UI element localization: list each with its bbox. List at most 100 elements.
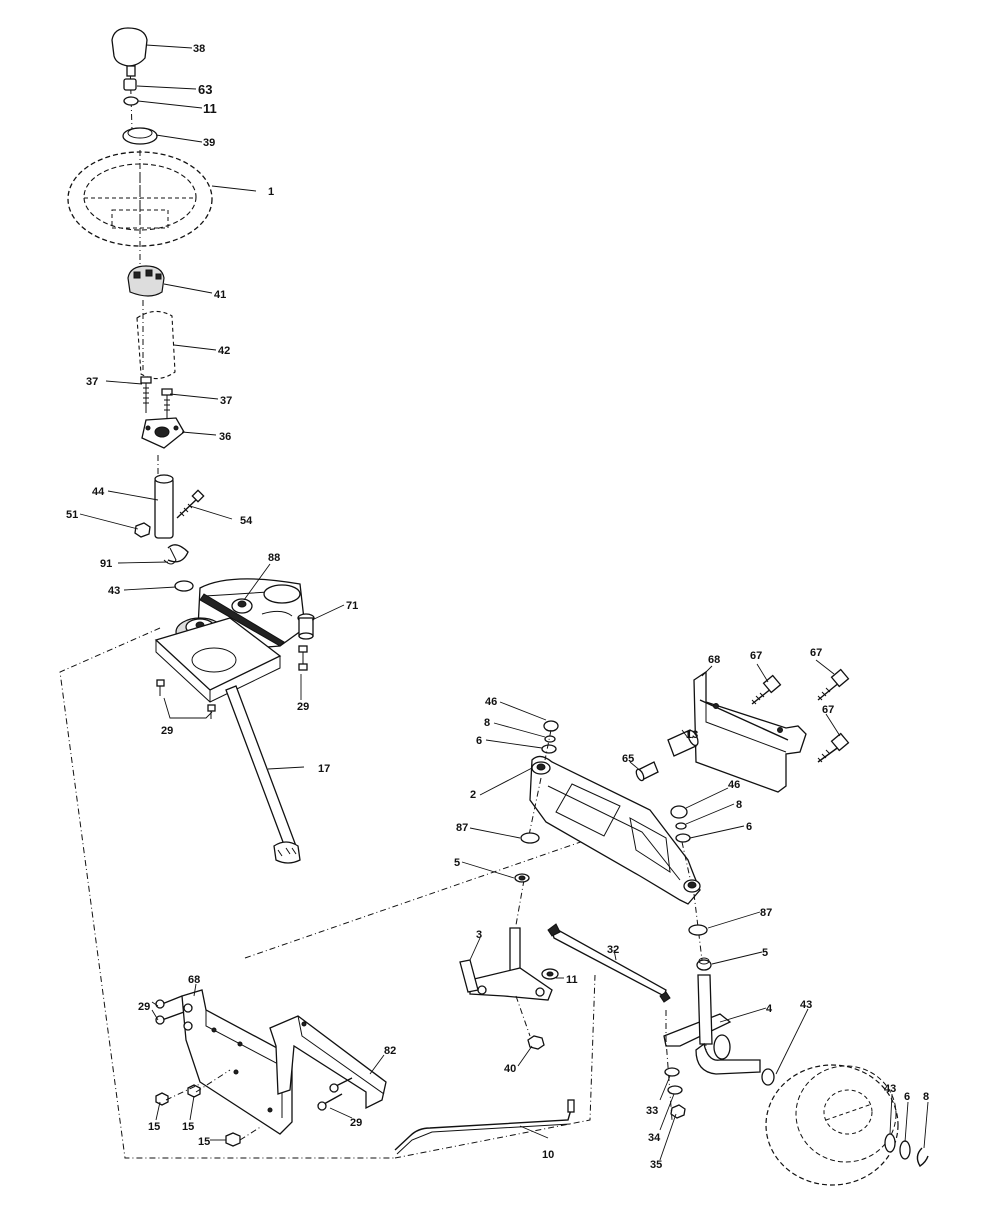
callout-29-plate-right: 29 — [297, 701, 309, 713]
support-bracket-82 — [269, 1015, 387, 1110]
callout-67-b: 67 — [810, 647, 822, 659]
callout-42: 42 — [218, 345, 230, 357]
front-axle-2 — [529, 755, 701, 905]
callout-63: 63 — [198, 82, 212, 97]
callout-34: 34 — [648, 1132, 661, 1144]
callout-87-right: 87 — [760, 907, 772, 919]
spindle-3-axis — [515, 995, 531, 1037]
callout-46-left: 46 — [485, 696, 497, 708]
washer-6-left — [541, 744, 557, 754]
callout-11: 11 — [203, 101, 217, 116]
drag-link-17 — [225, 685, 301, 864]
callout-65: 65 — [622, 753, 634, 765]
steering-wheel — [67, 151, 213, 247]
axle-bracket-68 — [693, 670, 807, 793]
callout-29-bracket-82: 29 — [350, 1117, 362, 1129]
spindle-3 — [459, 927, 553, 1001]
callout-38: 38 — [193, 43, 205, 55]
callout-5-left: 5 — [454, 857, 460, 869]
assembly-boundary-line — [59, 627, 651, 1159]
clip-8-wheel — [916, 1147, 929, 1167]
washer-6-right — [675, 833, 691, 843]
callout-40: 40 — [504, 1063, 516, 1075]
cap-46-right — [670, 805, 688, 819]
callout-15-c: 15 — [198, 1136, 210, 1148]
callout-1: 1 — [268, 186, 274, 198]
bushing-5-right — [696, 957, 712, 971]
callout-91: 91 — [100, 558, 112, 570]
pivot-bushing-13 — [667, 729, 699, 757]
callout-39: 39 — [203, 137, 215, 149]
callout-87-left: 87 — [456, 822, 468, 834]
washer-8-right — [675, 822, 687, 830]
callout-51: 51 — [66, 509, 78, 521]
washer-33 — [664, 1067, 680, 1077]
nut-35 — [670, 1104, 686, 1119]
callout-13: 13 — [686, 729, 698, 741]
callout-67-c: 67 — [822, 704, 834, 716]
leader-lines — [79, 44, 929, 1161]
callout-41: 41 — [214, 289, 226, 301]
lower-bracket-68 — [181, 989, 293, 1135]
callout-54: 54 — [240, 515, 253, 527]
washer-11-spindle — [541, 968, 559, 980]
callout-68-lower-bracket: 68 — [188, 974, 200, 986]
callout-36: 36 — [219, 431, 231, 443]
callout-4: 4 — [766, 1003, 773, 1015]
spindle-4 — [663, 974, 761, 1075]
nut-15-a — [155, 1092, 169, 1106]
bolt-67-b — [817, 668, 850, 701]
callout-6-wheel: 6 — [904, 1091, 910, 1103]
callout-71: 71 — [346, 600, 358, 612]
control-rod-10 — [394, 1099, 575, 1155]
callout-33: 33 — [646, 1105, 658, 1117]
washer-87-right — [688, 924, 708, 936]
front-wheel — [765, 1064, 899, 1186]
washer-43-spindle — [761, 1068, 775, 1086]
callout-43-gear: 43 — [108, 585, 120, 597]
nut-51 — [134, 522, 151, 538]
callout-82: 82 — [384, 1045, 396, 1057]
stud-63 — [123, 65, 137, 91]
left-spindle-axis — [515, 729, 552, 926]
washer-43-gear — [174, 580, 194, 592]
callout-6-right: 6 — [746, 821, 752, 833]
bolts-29-lower-bracket — [155, 995, 193, 1031]
callout-11-spindle: 11 — [566, 974, 578, 986]
callout-8-right: 8 — [736, 799, 742, 811]
steering-cap-knob — [111, 27, 148, 67]
nut-15-c — [225, 1132, 241, 1147]
clip-91 — [167, 544, 189, 563]
bolt-67-a — [751, 674, 782, 705]
bushing-71 — [297, 613, 315, 640]
steering-wheel-cap — [122, 127, 158, 145]
washer-11-top — [123, 96, 139, 106]
callout-44: 44 — [92, 486, 105, 498]
callout-43-spindle: 43 — [800, 999, 812, 1011]
nut-40 — [527, 1035, 545, 1050]
callout-29-plate-left: 29 — [161, 725, 173, 737]
callout-8-wheel: 8 — [923, 1091, 929, 1103]
right-spindle-axis — [681, 841, 707, 1051]
callout-68-axle-bracket: 68 — [708, 654, 720, 666]
gear-box-plate — [154, 617, 282, 703]
callout-37-right: 37 — [220, 395, 232, 407]
washer-8-left — [544, 735, 556, 743]
callout-35: 35 — [650, 1159, 662, 1171]
bushing-5-left — [514, 873, 530, 883]
washer-43-wheel — [884, 1133, 896, 1153]
callout-37-left: 37 — [86, 376, 98, 388]
callout-46-right: 46 — [728, 779, 740, 791]
bolt-37-left — [140, 376, 152, 413]
steering-adapter — [127, 265, 165, 297]
callout-6-left: 6 — [476, 735, 482, 747]
callout-5-right: 5 — [762, 947, 768, 959]
bushing-plate — [141, 417, 185, 449]
callout-88: 88 — [268, 552, 280, 564]
washer-6-wheel — [899, 1140, 911, 1160]
callout-43-wheel: 43 — [884, 1083, 896, 1095]
callout-15-a: 15 — [148, 1121, 160, 1133]
pivot-pin-65 — [635, 761, 659, 782]
